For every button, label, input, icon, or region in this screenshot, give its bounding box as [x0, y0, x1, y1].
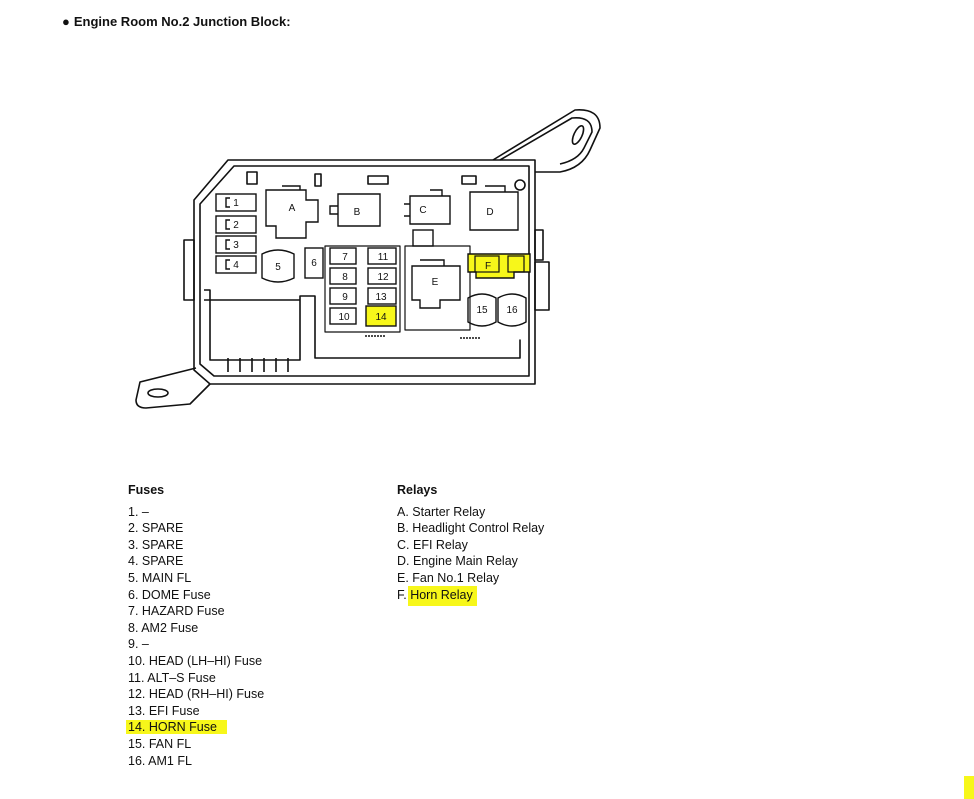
mounting-bracket-top [492, 109, 601, 173]
bracket-bolt-hole [571, 124, 585, 146]
fuse-block-7-14 [329, 247, 397, 325]
page-title: ●Engine Room No.2 Junction Block: [62, 14, 291, 29]
fuse-slot-10 [329, 307, 357, 325]
fuse-item: 15. FAN FL [128, 736, 192, 751]
fuse-item: 4. SPARE [128, 554, 184, 569]
fuse-block-1-4 [215, 193, 257, 274]
fuse-item: 7. HAZARD Fuse [128, 604, 225, 619]
housing-outline [193, 159, 536, 385]
fuse-slot-7 [329, 247, 357, 265]
label-10: 10 [338, 312, 350, 323]
highlight-mark: 14. HORN Fuse [126, 720, 227, 735]
highlight-mark [964, 776, 974, 799]
fuse-item: 13. EFI Fuse [128, 703, 200, 718]
fuse-slot-11 [367, 247, 397, 265]
relays-heading: Relays [397, 483, 438, 497]
label-6: 6 [311, 258, 317, 269]
label-9: 9 [342, 292, 348, 303]
fusible-link-15 [467, 293, 497, 327]
junction-block-diagram: 1 2 3 4 5 6 7 8 9 10 11 12 13 14 15 16 A… [135, 109, 601, 409]
label-4: 4 [233, 260, 239, 271]
mounting-bracket-bottom [135, 367, 211, 409]
label-16: 16 [506, 305, 518, 316]
highlight-mark: Horn Relay [408, 585, 477, 606]
label-3: 3 [233, 240, 239, 251]
label-13: 13 [375, 292, 387, 303]
fuse-slot-3 [215, 235, 257, 254]
relays-list: Relays A. Starter Relay B. Headlight Con… [397, 482, 545, 606]
fuse-item: 8. AM2 Fuse [128, 620, 199, 635]
fuse-slot-12 [367, 267, 397, 285]
relay-c [409, 195, 451, 225]
fusible-link-16 [497, 293, 527, 327]
label-2: 2 [233, 220, 239, 231]
fuse-slot-14-highlight [365, 305, 397, 327]
fuse-item: 2. SPARE [128, 521, 184, 536]
fuses-heading: Fuses [128, 483, 165, 497]
fuse-item: 10. HEAD (LH–HI) Fuse [128, 653, 263, 668]
fuse-slot-2 [215, 215, 257, 234]
label-b: B [354, 207, 361, 218]
label-5: 5 [275, 262, 281, 273]
relay-item: A. Starter Relay [397, 504, 486, 519]
label-15: 15 [476, 305, 488, 316]
fuse-slot-8 [329, 267, 357, 285]
fuse-item: 11. ALT–S Fuse [128, 670, 216, 685]
relay-item: C. EFI Relay [397, 537, 468, 552]
relay-a [265, 189, 319, 239]
fuse-slot-1 [215, 193, 257, 212]
label-a: A [289, 203, 296, 214]
label-14: 14 [375, 312, 387, 323]
fuse-item: 12. HEAD (RH–HI) Fuse [128, 687, 265, 702]
fuses-list: Fuses 1. – 2. SPARE 3. SPARE 4. SPARE 5.… [126, 482, 265, 769]
fuse-item: 6. DOME Fuse [128, 587, 211, 602]
title-text: Engine Room No.2 Junction Block: [73, 14, 291, 29]
fuse-slot-9 [329, 287, 357, 305]
fuse-slot-6 [304, 247, 324, 279]
relay-d [469, 191, 519, 231]
relay-item: B. Headlight Control Relay [397, 521, 545, 536]
label-7: 7 [342, 252, 348, 263]
relay-b [337, 193, 381, 227]
relay-c-block [412, 229, 434, 247]
label-12: 12 [377, 272, 389, 283]
fuse-item: 1. – [128, 504, 149, 519]
fuse-item: 16. AM1 FL [128, 753, 192, 768]
label-c: C [419, 205, 426, 216]
fuse-item: 5. MAIN FL [128, 570, 192, 585]
relay-item: E. Fan No.1 Relay [397, 570, 500, 585]
label-8: 8 [342, 272, 348, 283]
bullet-icon: ● [62, 14, 70, 29]
relay-e [411, 265, 461, 309]
fuse-item-highlighted: 14. HORN Fuse [126, 719, 264, 736]
bracket-bolt-hole [147, 388, 169, 398]
fuse-slot-13 [367, 287, 397, 305]
fuse-slot-4 [215, 255, 257, 274]
fusible-link-5 [261, 249, 295, 283]
label-11: 11 [378, 252, 389, 263]
relay-item-highlighted: F. Horn Relay [397, 585, 544, 606]
label-f: F [485, 261, 491, 272]
label-d: D [486, 207, 493, 218]
label-1: 1 [233, 198, 239, 209]
label-e: E [432, 277, 439, 288]
relay-item: D. Engine Main Relay [397, 554, 518, 569]
fuse-item: 9. – [128, 637, 149, 652]
fuse-item: 3. SPARE [128, 537, 184, 552]
